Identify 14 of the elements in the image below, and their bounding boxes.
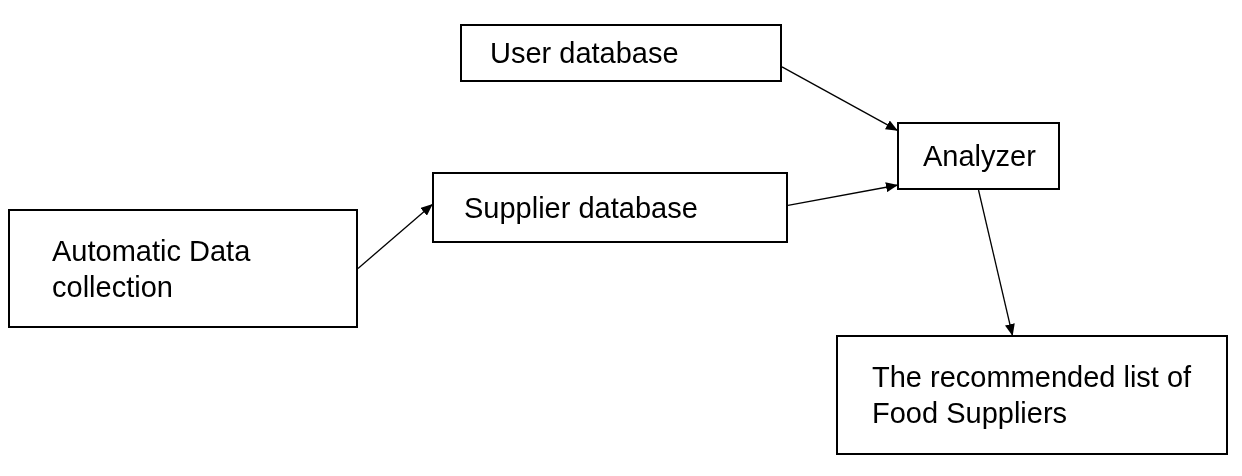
arrow [977, 189, 1015, 336]
box-label: Automatic Data collection [52, 233, 252, 305]
arrow [781, 66, 898, 131]
process-box [460, 24, 782, 82]
arrow [787, 182, 898, 206]
box-label: The recommended list of Food Suppliers [872, 360, 1193, 431]
arrow [357, 204, 433, 270]
box-label: Analyzer [923, 139, 1036, 174]
box-label: User database [490, 36, 679, 71]
process-box [897, 122, 1060, 190]
process-box [8, 209, 358, 328]
process-box [836, 335, 1228, 455]
box-label: Supplier database [464, 190, 698, 226]
process-box [432, 172, 788, 243]
